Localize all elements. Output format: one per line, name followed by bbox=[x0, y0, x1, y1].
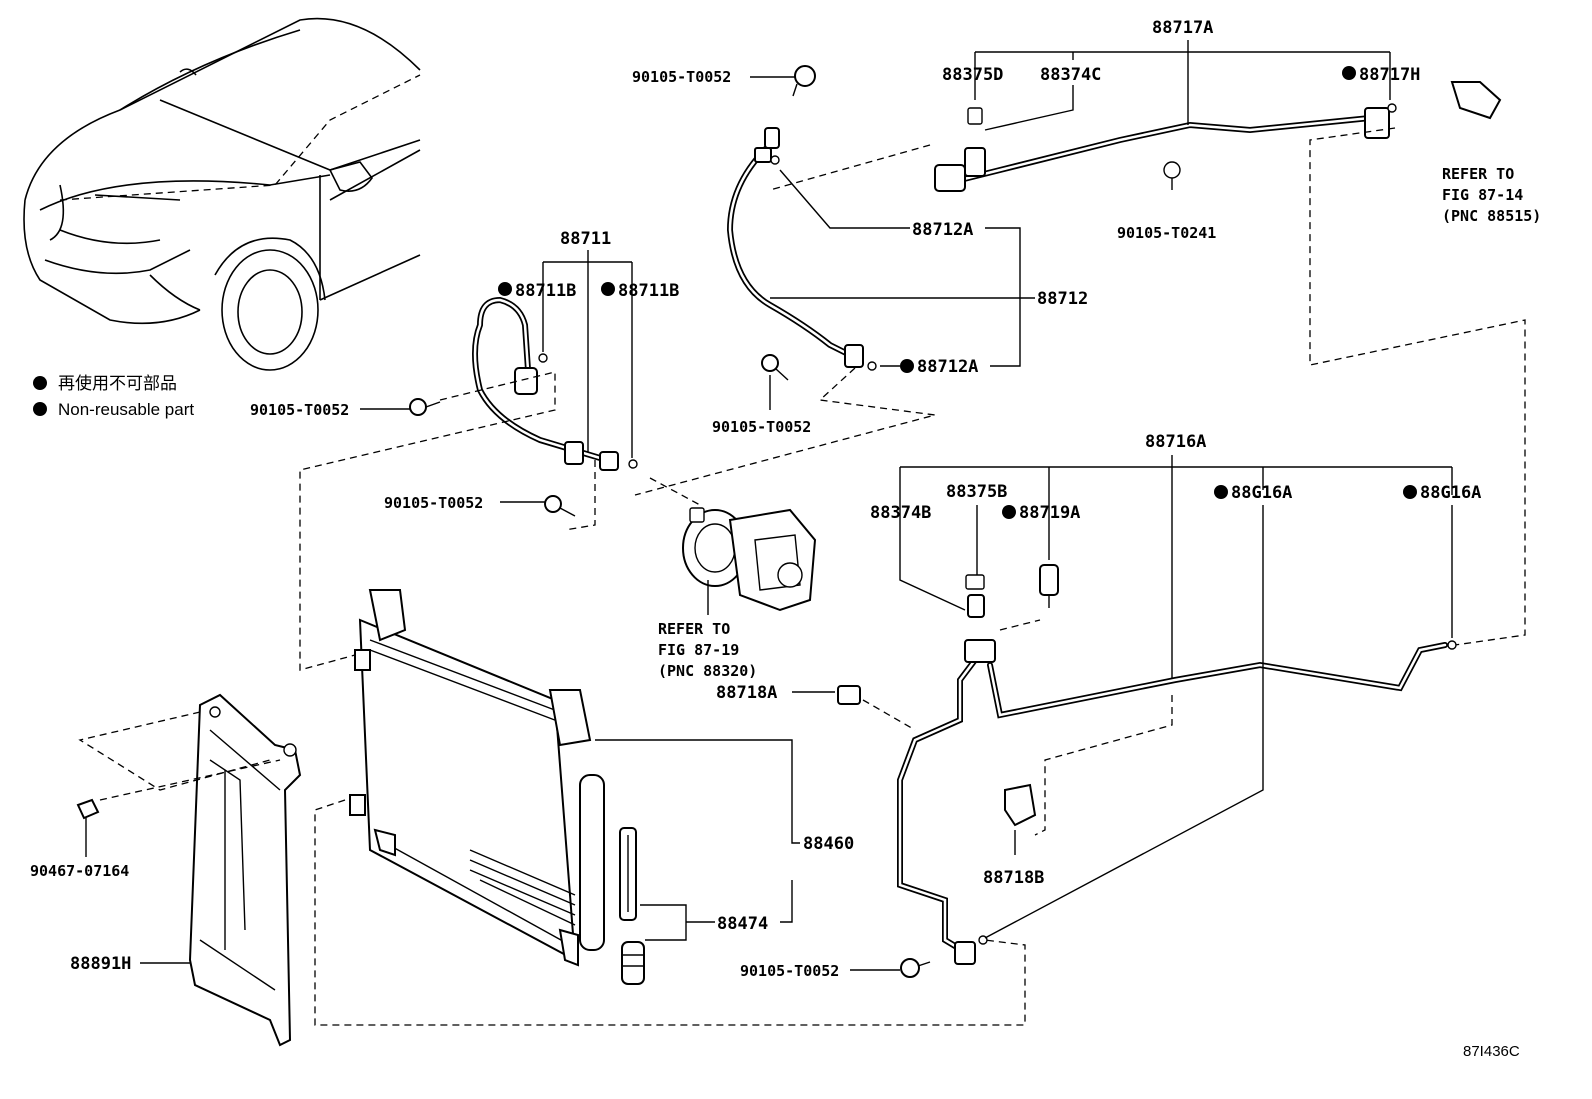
label-88712A-lower: 88712A bbox=[917, 357, 978, 377]
non-reusable-icon bbox=[1403, 485, 1417, 499]
hose-88717A bbox=[934, 81, 1502, 192]
part-labels: 88717A 88375D 88374C 88717H 90105-T0052 … bbox=[30, 18, 1481, 980]
compressor bbox=[682, 507, 817, 612]
label-88718A: 88718A bbox=[716, 683, 777, 703]
label-90105-T0052-bottom: 90105-T0052 bbox=[740, 962, 839, 980]
figure-code: 87I436C bbox=[1463, 1043, 1520, 1060]
hose-88712 bbox=[726, 65, 877, 381]
reference-top-right: REFER TO FIG 87-14 (PNC 88515) bbox=[1442, 165, 1541, 225]
non-reusable-icon bbox=[1002, 505, 1016, 519]
label-90105-T0241: 90105-T0241 bbox=[1117, 224, 1216, 242]
label-88G16A-left: 88G16A bbox=[1231, 483, 1292, 503]
label-88474: 88474 bbox=[717, 914, 768, 934]
label-90105-T0052-top: 90105-T0052 bbox=[632, 68, 731, 86]
label-88460: 88460 bbox=[803, 834, 854, 854]
label-88375B: 88375B bbox=[946, 482, 1007, 502]
condenser-88460 bbox=[349, 589, 605, 967]
label-88716A: 88716A bbox=[1145, 432, 1206, 452]
hose-88711 bbox=[409, 296, 638, 517]
legend: 再使用不可部品 Non-reusable part bbox=[33, 373, 194, 419]
label-88374B: 88374B bbox=[870, 503, 931, 523]
non-reusable-icon bbox=[498, 282, 512, 296]
ref-compressor-line3: (PNC 88320) bbox=[658, 662, 757, 680]
label-88711B-right: 88711B bbox=[618, 281, 679, 301]
non-reusable-icon bbox=[1342, 66, 1356, 80]
label-88712: 88712 bbox=[1037, 289, 1088, 309]
label-90105-T0052-center: 90105-T0052 bbox=[384, 494, 483, 512]
non-reusable-icon bbox=[900, 359, 914, 373]
non-reusable-icon bbox=[601, 282, 615, 296]
ref-top-right-line1: REFER TO bbox=[1442, 165, 1514, 183]
ref-top-right-line2: FIG 87-14 bbox=[1442, 186, 1523, 204]
label-88711: 88711 bbox=[560, 229, 611, 249]
label-88374C: 88374C bbox=[1040, 65, 1101, 85]
label-88719A: 88719A bbox=[1019, 503, 1080, 523]
label-88375D: 88375D bbox=[942, 65, 1003, 85]
label-90105-T0052-left: 90105-T0052 bbox=[250, 401, 349, 419]
pipe-88716A bbox=[837, 564, 1457, 978]
label-90467-07164: 90467-07164 bbox=[30, 862, 129, 880]
air-guide-88891H bbox=[188, 693, 302, 1047]
clip-90467-07164 bbox=[76, 798, 100, 820]
non-reusable-icon bbox=[1214, 485, 1228, 499]
label-90105-T0052-mid: 90105-T0052 bbox=[712, 418, 811, 436]
bullet-icon bbox=[33, 402, 47, 416]
reference-compressor: REFER TO FIG 87-19 (PNC 88320) bbox=[658, 620, 757, 680]
label-88G16A-right: 88G16A bbox=[1420, 483, 1481, 503]
label-88712A-upper: 88712A bbox=[912, 220, 973, 240]
legend-en: Non-reusable part bbox=[58, 400, 194, 419]
bullet-icon bbox=[33, 376, 47, 390]
car-illustration bbox=[23, 17, 421, 371]
label-88718B: 88718B bbox=[983, 868, 1044, 888]
label-88717A: 88717A bbox=[1152, 18, 1213, 38]
legend-jp: 再使用不可部品 bbox=[58, 373, 177, 393]
label-88891H: 88891H bbox=[70, 954, 131, 974]
ref-top-right-line3: (PNC 88515) bbox=[1442, 207, 1541, 225]
ref-compressor-line1: REFER TO bbox=[658, 620, 730, 638]
ref-compressor-line2: FIG 87-19 bbox=[658, 641, 739, 659]
label-88711B-left: 88711B bbox=[515, 281, 576, 301]
label-88717H: 88717H bbox=[1359, 65, 1420, 85]
dryer-88474 bbox=[619, 827, 645, 985]
